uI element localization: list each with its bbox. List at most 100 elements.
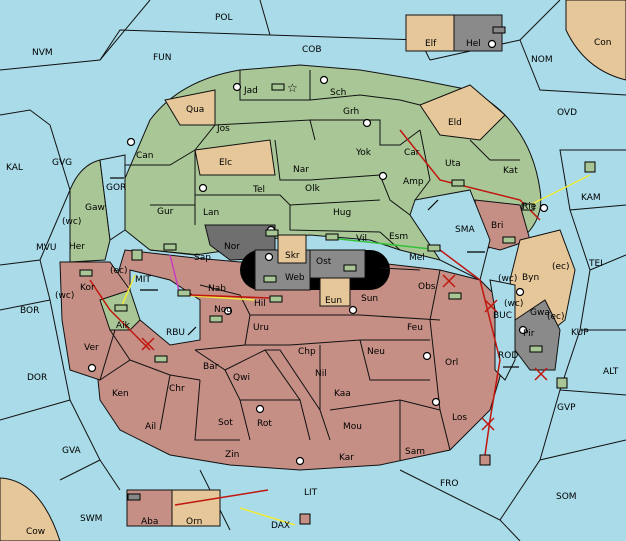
label-som: SOM: [556, 492, 577, 502]
army-icon[interactable]: [269, 295, 283, 303]
label-aba: Aba: [141, 517, 158, 527]
retreat-icon[interactable]: [299, 513, 311, 525]
province-eun[interactable]: [319, 277, 351, 307]
label-qwi: Qwi: [233, 373, 250, 383]
sea-rbu[interactable]: [129, 269, 201, 346]
label-sam: Sam: [405, 447, 425, 457]
label-ver: Ver: [84, 343, 99, 353]
label-coast-ec: (ec): [110, 266, 128, 276]
army-icon[interactable]: [521, 203, 535, 211]
province-elc[interactable]: [194, 139, 276, 176]
army-icon[interactable]: [177, 289, 191, 297]
label-lan: Lan: [203, 208, 219, 218]
label-obs: Obs: [418, 282, 436, 292]
star-icon: ☆: [287, 81, 298, 95]
supply-center: [518, 325, 528, 335]
army-icon[interactable]: [265, 229, 279, 237]
label-rbu: RBU: [166, 328, 185, 338]
label-kup: KUP: [571, 328, 589, 338]
supply-center: [362, 118, 372, 128]
province-eld[interactable]: [419, 84, 506, 141]
label-gur: Gur: [157, 207, 174, 217]
label-sap: Sap: [194, 253, 211, 263]
province-gaw-her[interactable]: [69, 159, 111, 263]
label-orn: Orn: [186, 517, 202, 527]
label-grh: Grh: [343, 107, 359, 117]
province-ost[interactable]: [309, 249, 366, 279]
army-icon[interactable]: [451, 179, 465, 187]
label-ail: Ail: [145, 422, 156, 432]
label-zin: Zin: [225, 450, 239, 460]
army-icon[interactable]: [163, 243, 177, 251]
label-ovd: OVD: [557, 108, 577, 118]
fleet-icon[interactable]: [127, 493, 141, 501]
label-mou: Mou: [343, 422, 362, 432]
label-eld: Eld: [448, 118, 462, 128]
province-skr[interactable]: [277, 234, 307, 264]
label-pir: Pir: [523, 329, 535, 339]
label-neu: Neu: [367, 347, 385, 357]
retreat-icon[interactable]: [479, 454, 491, 466]
army-icon[interactable]: [79, 269, 93, 277]
army-icon[interactable]: [529, 345, 543, 353]
retreat-icon[interactable]: [556, 377, 568, 389]
label-web: Web: [285, 273, 305, 283]
province-kor-ver[interactable]: [59, 261, 131, 381]
label-nor: Nor: [224, 242, 240, 252]
label-sun: Sun: [361, 294, 378, 304]
sea-gor[interactable]: [99, 154, 126, 241]
label-coast-wc: (wc): [55, 291, 74, 301]
province-orn[interactable]: [171, 489, 221, 527]
connection-arrows: [110, 177, 519, 368]
label-elf: Elf: [425, 39, 437, 49]
army-icon[interactable]: [502, 236, 516, 244]
army-icon[interactable]: [114, 304, 128, 312]
army-icon[interactable]: [209, 315, 223, 323]
label-gva: GVA: [62, 446, 82, 456]
army-icon[interactable]: [325, 233, 339, 241]
label-rod: ROD: [498, 351, 518, 361]
label-aik: Aik: [116, 321, 131, 331]
label-hug: Hug: [333, 208, 351, 218]
army-icon[interactable]: [448, 292, 462, 300]
supply-center: [431, 397, 441, 407]
label-nom: NOM: [531, 55, 553, 65]
label-kat: Kat: [503, 166, 518, 176]
supply-center: [539, 203, 549, 213]
retreat-icon[interactable]: [584, 161, 596, 173]
army-icon[interactable]: [343, 264, 357, 272]
retreat-icon[interactable]: [131, 249, 143, 261]
label-coast-ec: (ec): [547, 312, 565, 322]
label-chp: Chp: [298, 347, 316, 357]
fleet-icon[interactable]: [492, 26, 506, 34]
label-cob: COB: [302, 45, 322, 55]
label-hel: Hel: [466, 39, 481, 49]
label-gwa: Gwa: [530, 308, 550, 318]
label-bar: Bar: [203, 362, 219, 372]
label-mvu: MVU: [36, 243, 57, 253]
army-icon[interactable]: [263, 275, 277, 283]
label-olk: Olk: [305, 184, 321, 194]
label-qua: Qua: [186, 105, 204, 115]
label-yok: Yok: [355, 148, 372, 158]
army-icon[interactable]: [427, 244, 441, 252]
label-chr: Chr: [169, 384, 185, 394]
supply-center: [378, 171, 388, 181]
south-borders: [99, 267, 451, 460]
label-feu: Feu: [407, 323, 423, 333]
label-gvg: GVG: [52, 158, 72, 168]
army-icon[interactable]: [271, 83, 285, 91]
label-nab: Nab: [208, 284, 226, 294]
label-coast-ec: (ec): [552, 262, 570, 272]
label-rie: Rie: [522, 202, 537, 212]
label-hil: Hil: [254, 299, 266, 309]
label-sma: SMA: [455, 225, 475, 235]
supply-center: [232, 82, 242, 92]
label-los: Los: [452, 413, 467, 423]
label-nog: Nog: [214, 305, 232, 315]
label-esm: Esm: [389, 232, 408, 242]
army-icon[interactable]: [154, 355, 168, 363]
label-lit: LIT: [304, 488, 318, 498]
